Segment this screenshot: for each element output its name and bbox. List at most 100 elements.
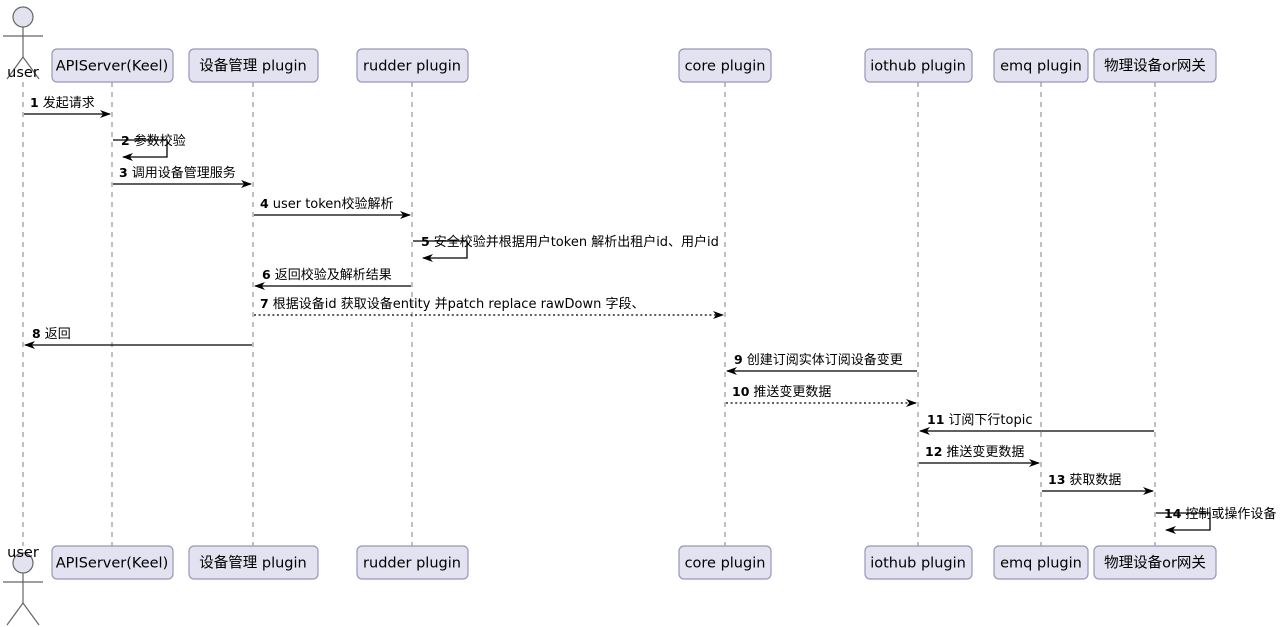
message-text: 返回 <box>45 327 71 342</box>
message-11[interactable]: 11 订阅下行topic <box>919 412 1154 435</box>
message-text: 返回校验及解析结果 <box>275 267 392 283</box>
message-label: 8 返回 <box>32 326 71 342</box>
participant-devicemgmt-bottom[interactable]: 设备管理 plugin <box>188 545 319 580</box>
participant-label: APIServer(Keel) <box>56 556 168 572</box>
participant-label: 物理设备or网关 <box>1104 58 1206 75</box>
message-label: 3 调用设备管理服务 <box>119 165 236 181</box>
message-text: 控制或操作设备 <box>1185 506 1276 522</box>
message-self-loop <box>113 139 168 161</box>
message-number: 3 <box>119 165 128 180</box>
participant-label: APIServer(Keel) <box>56 59 168 75</box>
message-number: 4 <box>260 196 269 211</box>
message-text: 订阅下行topic <box>948 413 1032 428</box>
participant-devicemgmt-top[interactable]: 设备管理 plugin <box>188 48 319 83</box>
message-text: 调用设备管理服务 <box>132 165 236 181</box>
participant-device-bottom[interactable]: 物理设备or网关 <box>1093 545 1217 580</box>
participant-label: 设备管理 plugin <box>199 555 306 572</box>
message-6[interactable]: 6 返回校验及解析结果 <box>254 267 411 290</box>
message-1[interactable]: 1 发起请求 <box>24 95 111 118</box>
message-text: 参数校验 <box>134 133 186 149</box>
message-label: 11 订阅下行topic <box>927 412 1032 428</box>
actor-leg-left <box>6 602 24 626</box>
participant-core-bottom[interactable]: core plugin <box>678 545 772 580</box>
actor-leg-right <box>22 602 40 626</box>
participant-box[interactable] <box>678 545 772 580</box>
message-label: 9 创建订阅实体订阅设备变更 <box>734 352 903 368</box>
participant-rudder-bottom[interactable]: rudder plugin <box>356 545 469 580</box>
participant-box[interactable] <box>188 545 319 580</box>
actor-leg-right <box>22 56 40 80</box>
participant-rudder-top[interactable]: rudder plugin <box>356 48 469 83</box>
message-3[interactable]: 3 调用设备管理服务 <box>113 165 252 188</box>
lifelines-layer <box>22 82 1156 546</box>
participant-apiserver-top[interactable]: APIServer(Keel) <box>51 48 174 83</box>
message-self-loop <box>413 240 468 262</box>
message-8[interactable]: 8 返回 <box>24 326 252 349</box>
actor-user-top[interactable]: user <box>3 6 43 81</box>
participant-box[interactable] <box>1093 545 1217 580</box>
participant-label: core plugin <box>685 556 766 572</box>
message-label: 6 返回校验及解析结果 <box>262 267 392 283</box>
message-13[interactable]: 13 获取数据 <box>1042 472 1154 495</box>
message-self-loop <box>1156 512 1211 534</box>
message-number: 5 <box>421 234 430 249</box>
message-label: 13 获取数据 <box>1048 472 1121 488</box>
message-number: 7 <box>260 296 269 311</box>
participant-box[interactable] <box>864 48 973 83</box>
message-number: 9 <box>734 352 743 367</box>
participant-iothub-top[interactable]: iothub plugin <box>864 48 973 83</box>
actor-head-icon <box>12 6 34 28</box>
message-text: 获取数据 <box>1069 473 1121 488</box>
actor-leg-left <box>6 56 24 80</box>
participant-device-top[interactable]: 物理设备or网关 <box>1093 48 1217 83</box>
actor-label: user <box>7 65 39 81</box>
participant-emq-bottom[interactable]: emq plugin <box>993 545 1089 580</box>
participant-box[interactable] <box>993 48 1089 83</box>
participant-box[interactable] <box>51 48 174 83</box>
message-9[interactable]: 9 创建订阅实体订阅设备变更 <box>726 352 917 375</box>
message-number: 10 <box>732 384 750 399</box>
participant-box[interactable] <box>1093 48 1217 83</box>
participant-label: 物理设备or网关 <box>1104 555 1206 572</box>
message-text: 推送变更数据 <box>753 384 831 400</box>
participant-core-top[interactable]: core plugin <box>678 48 772 83</box>
participant-label: emq plugin <box>1000 556 1082 572</box>
actors-layer: user user <box>3 6 43 626</box>
message-5[interactable]: 5 安全校验并根据用户token 解析出租户id、用户id <box>413 234 719 262</box>
message-text: 创建订阅实体订阅设备变更 <box>747 352 903 368</box>
actor-user-bottom[interactable]: user <box>3 545 43 626</box>
message-number: 6 <box>262 267 271 282</box>
message-number: 8 <box>32 326 41 341</box>
message-number: 1 <box>30 95 39 110</box>
message-label: 5 安全校验并根据用户token 解析出租户id、用户id <box>421 234 719 250</box>
participant-box[interactable] <box>356 545 469 580</box>
participant-iothub-bottom[interactable]: iothub plugin <box>864 545 973 580</box>
message-text: 安全校验并根据用户token 解析出租户id、用户id <box>434 234 719 250</box>
message-number: 11 <box>927 412 944 427</box>
participant-label: rudder plugin <box>363 59 461 75</box>
message-number: 13 <box>1048 472 1065 487</box>
participant-box[interactable] <box>356 48 469 83</box>
message-text: 发起请求 <box>43 95 95 111</box>
participant-label: rudder plugin <box>363 556 461 572</box>
participant-emq-top[interactable]: emq plugin <box>993 48 1089 83</box>
participant-label: core plugin <box>685 59 766 75</box>
participant-box[interactable] <box>864 545 973 580</box>
participant-box[interactable] <box>188 48 319 83</box>
participant-box[interactable] <box>51 545 174 580</box>
participant-box[interactable] <box>678 48 772 83</box>
participant-apiserver-bottom[interactable]: APIServer(Keel) <box>51 545 174 580</box>
participant-box[interactable] <box>993 545 1089 580</box>
message-number: 14 <box>1164 506 1182 521</box>
